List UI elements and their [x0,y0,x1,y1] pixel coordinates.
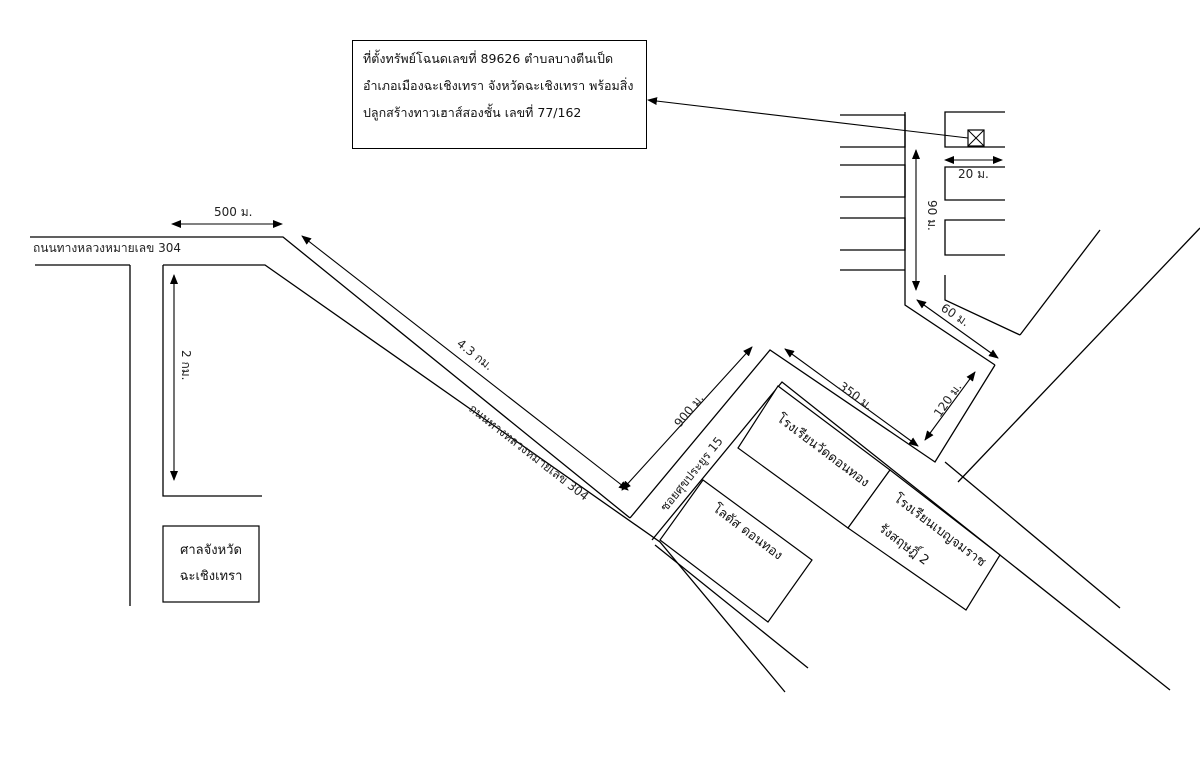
distance-label-500: 500 ม. [214,205,252,219]
distance-label-20: 20 ม. [958,167,989,181]
road-label-highway-top: ถนนทางหลวงหมายเลข 304 [33,241,181,255]
distance-label-4-3km: 4.3 กม. [454,336,496,373]
callout-line-2: อำเภอเมืองฉะเชิงเทรา จังหวัดฉะเชิงเทรา พ… [363,78,634,93]
distance-label-120: 120 ม. [931,380,965,420]
highway-304 [30,236,786,693]
soi-roads [629,112,1200,691]
court-building: ศาลจังหวัด ฉะเชิงเทรา [162,525,260,603]
dimension-arrows [170,149,1003,491]
court-label-1: ศาลจังหวัด [180,543,242,558]
road-label-highway-diag: ถนนทางหลวงหมายเลข 304 [466,401,591,503]
callout-line-3: ปลูกสร้างทาวเฮาส์สองชั้น เลขที่ 77/162 [363,105,582,120]
callout-leader-arrow [647,97,969,139]
property-marker-icon [967,129,985,147]
property-callout: ที่ตั้งทรัพย์โฉนดเลขที่ 89626 ตำบลบางตีน… [352,40,647,149]
building-school-2 [847,469,1001,611]
callout-line-1: ที่ตั้งทรัพย์โฉนดเลขที่ 89626 ตำบลบางตีน… [363,51,614,66]
distance-label-900: 900 ม. [671,391,706,430]
court-label-2: ฉะเชิงเทรา [180,569,243,584]
distance-label-90: 90 ม. [925,200,939,231]
distance-label-2km: 2 กม. [179,350,193,380]
building-lotus [659,479,813,623]
